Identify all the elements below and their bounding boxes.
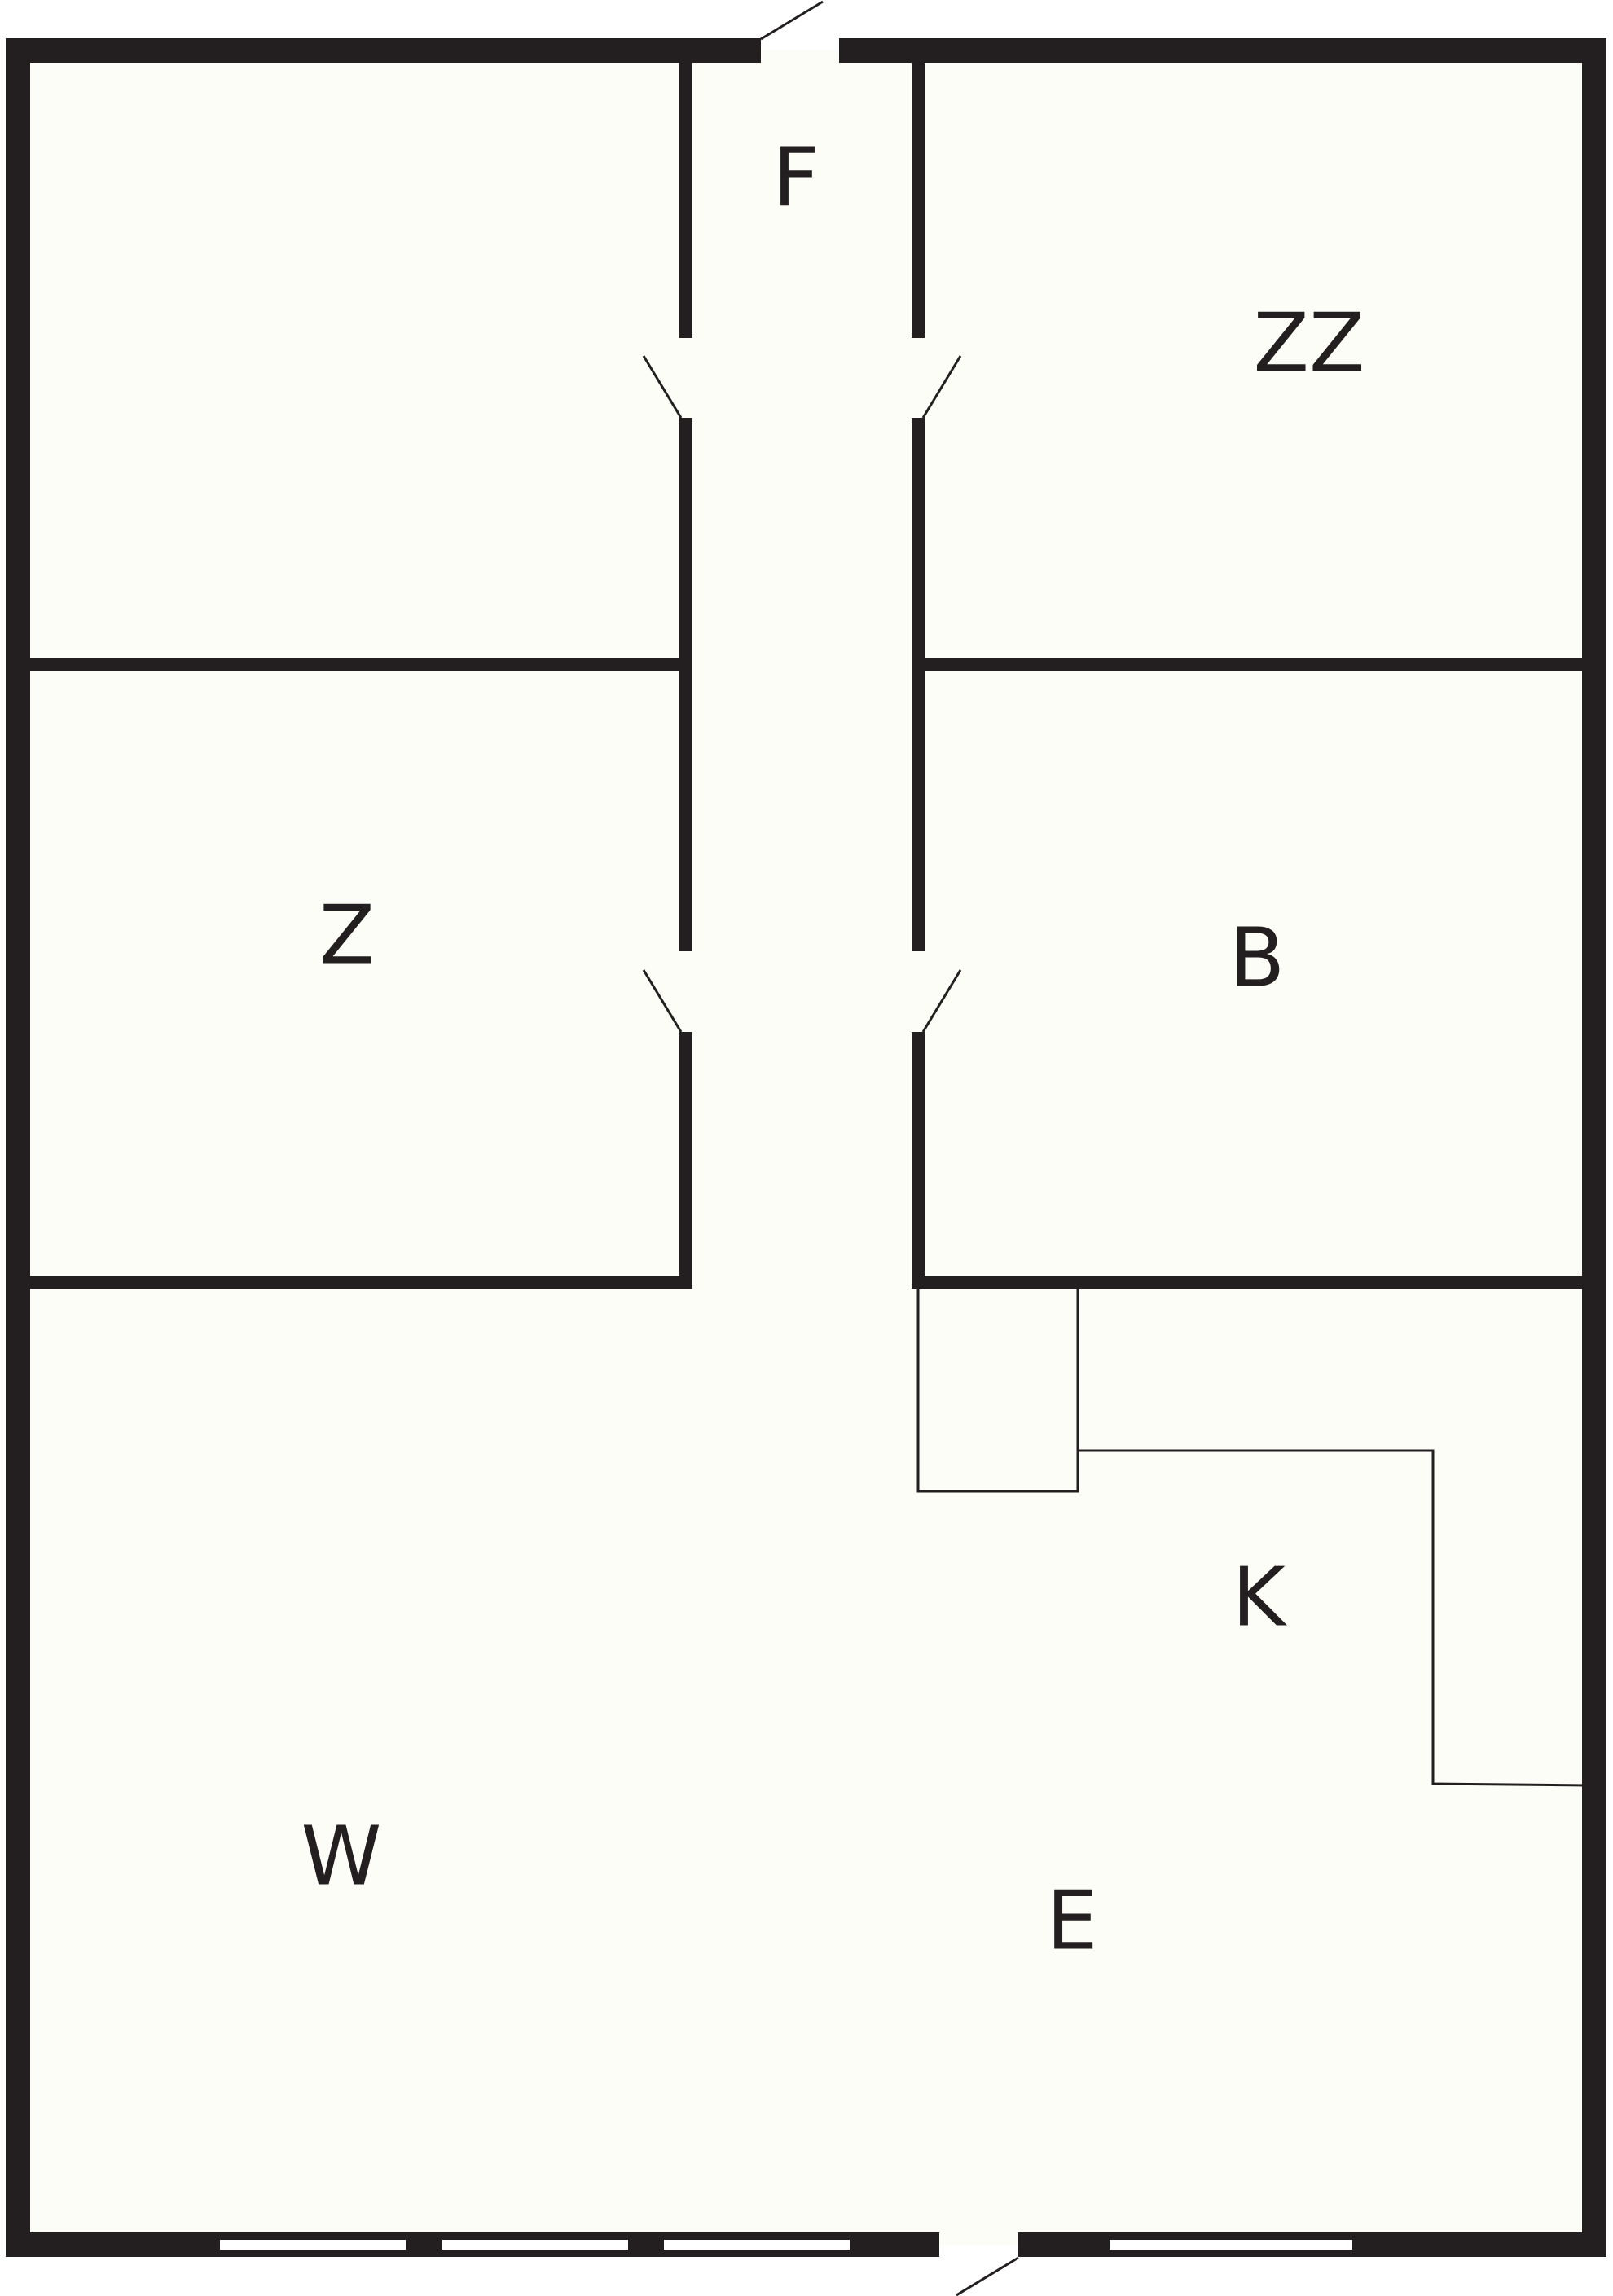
windows [220, 2240, 1352, 2250]
door-swing-icon [760, 0, 824, 41]
room-label-top-right: ZZ [1253, 295, 1365, 390]
door-swing-icon [642, 355, 683, 419]
doors [642, 0, 1019, 2296]
room-label-entry: E [1046, 1872, 1097, 1968]
window-icon [1110, 2240, 1352, 2250]
window-icon [442, 2240, 628, 2250]
door-swing-icon [642, 969, 683, 1033]
door-swing-icon [921, 355, 962, 419]
room-label-hall: F [772, 130, 820, 225]
room-label-mid-left: Z [319, 887, 376, 982]
window-icon [664, 2240, 850, 2250]
room-label-kitchen: K [1232, 1549, 1287, 1644]
window-icon [220, 2240, 406, 2250]
door-swing-icon [921, 969, 962, 1033]
room-label-living: W [301, 1808, 382, 1903]
kitchen-counter [916, 1289, 1589, 1787]
floor-area [18, 50, 1594, 2245]
interior-walls [24, 57, 1589, 1289]
room-label-mid-right: B [1229, 910, 1286, 1005]
door-swing-icon [956, 2256, 1019, 2296]
